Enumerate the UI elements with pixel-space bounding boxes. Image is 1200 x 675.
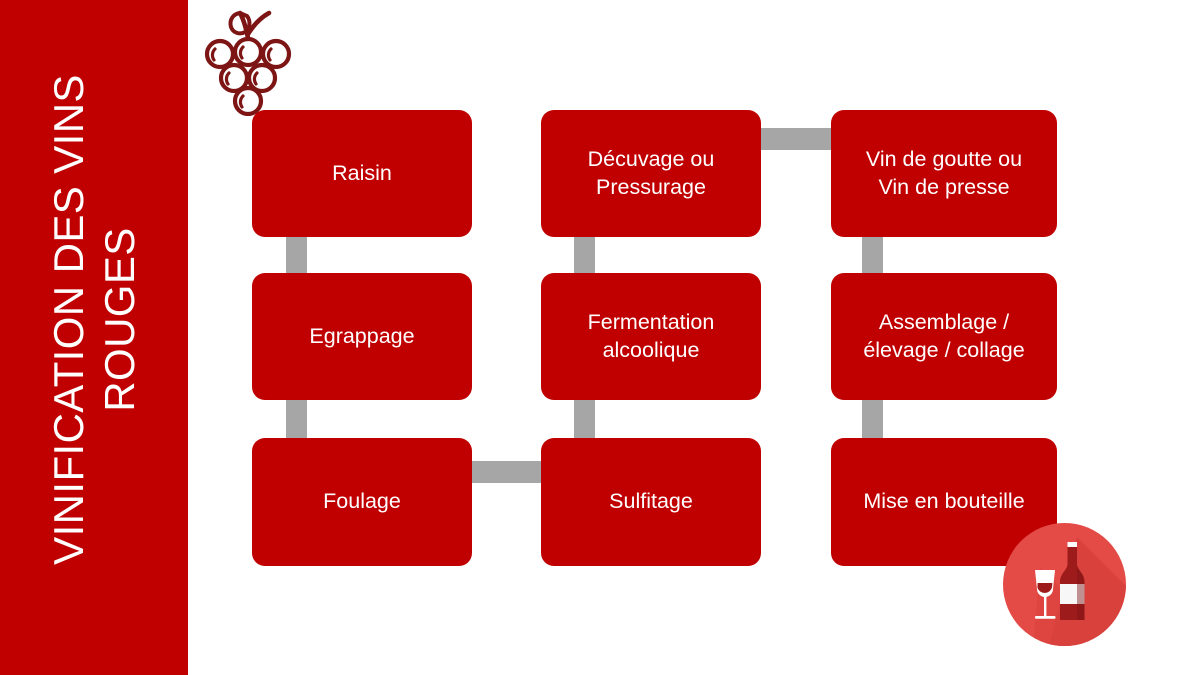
connector-fermentation-decuvage: [574, 228, 595, 280]
connector-decuvage-vingoutte: [752, 128, 844, 150]
connector-vingoutte-assemblage: [862, 228, 883, 280]
flow-box-foulage[interactable]: Foulage: [252, 438, 472, 566]
connector-foulage-sulfitage: [464, 461, 556, 483]
title-rotation-wrapper: VINIFICATION DES VINS ROUGES: [0, 0, 188, 675]
flow-box-assemblage-elevage-collage[interactable]: Assemblage / élevage / collage: [831, 273, 1057, 400]
connector-raisin-egrappage: [286, 228, 307, 280]
connector-assemblage-mise: [862, 392, 883, 446]
wine-bottle-glass-icon: [1003, 523, 1126, 646]
flow-box-sulfitage[interactable]: Sulfitage: [541, 438, 761, 566]
flow-box-decuvage-pressurage[interactable]: Décuvage ou Pressurage: [541, 110, 761, 237]
page-title: VINIFICATION DES VINS ROUGES: [44, 74, 143, 565]
flow-box-fermentation-alcoolique[interactable]: Fermentation alcoolique: [541, 273, 761, 400]
flow-box-vin-de-goutte-presse[interactable]: Vin de goutte ou Vin de presse: [831, 110, 1057, 237]
flow-box-egrappage[interactable]: Egrappage: [252, 273, 472, 400]
connector-egrappage-foulage: [286, 392, 307, 446]
connector-sulfitage-fermentation: [574, 392, 595, 446]
flow-box-raisin[interactable]: Raisin: [252, 110, 472, 237]
grape-bunch-icon: [202, 4, 298, 117]
title-band: VINIFICATION DES VINS ROUGES: [0, 0, 188, 675]
